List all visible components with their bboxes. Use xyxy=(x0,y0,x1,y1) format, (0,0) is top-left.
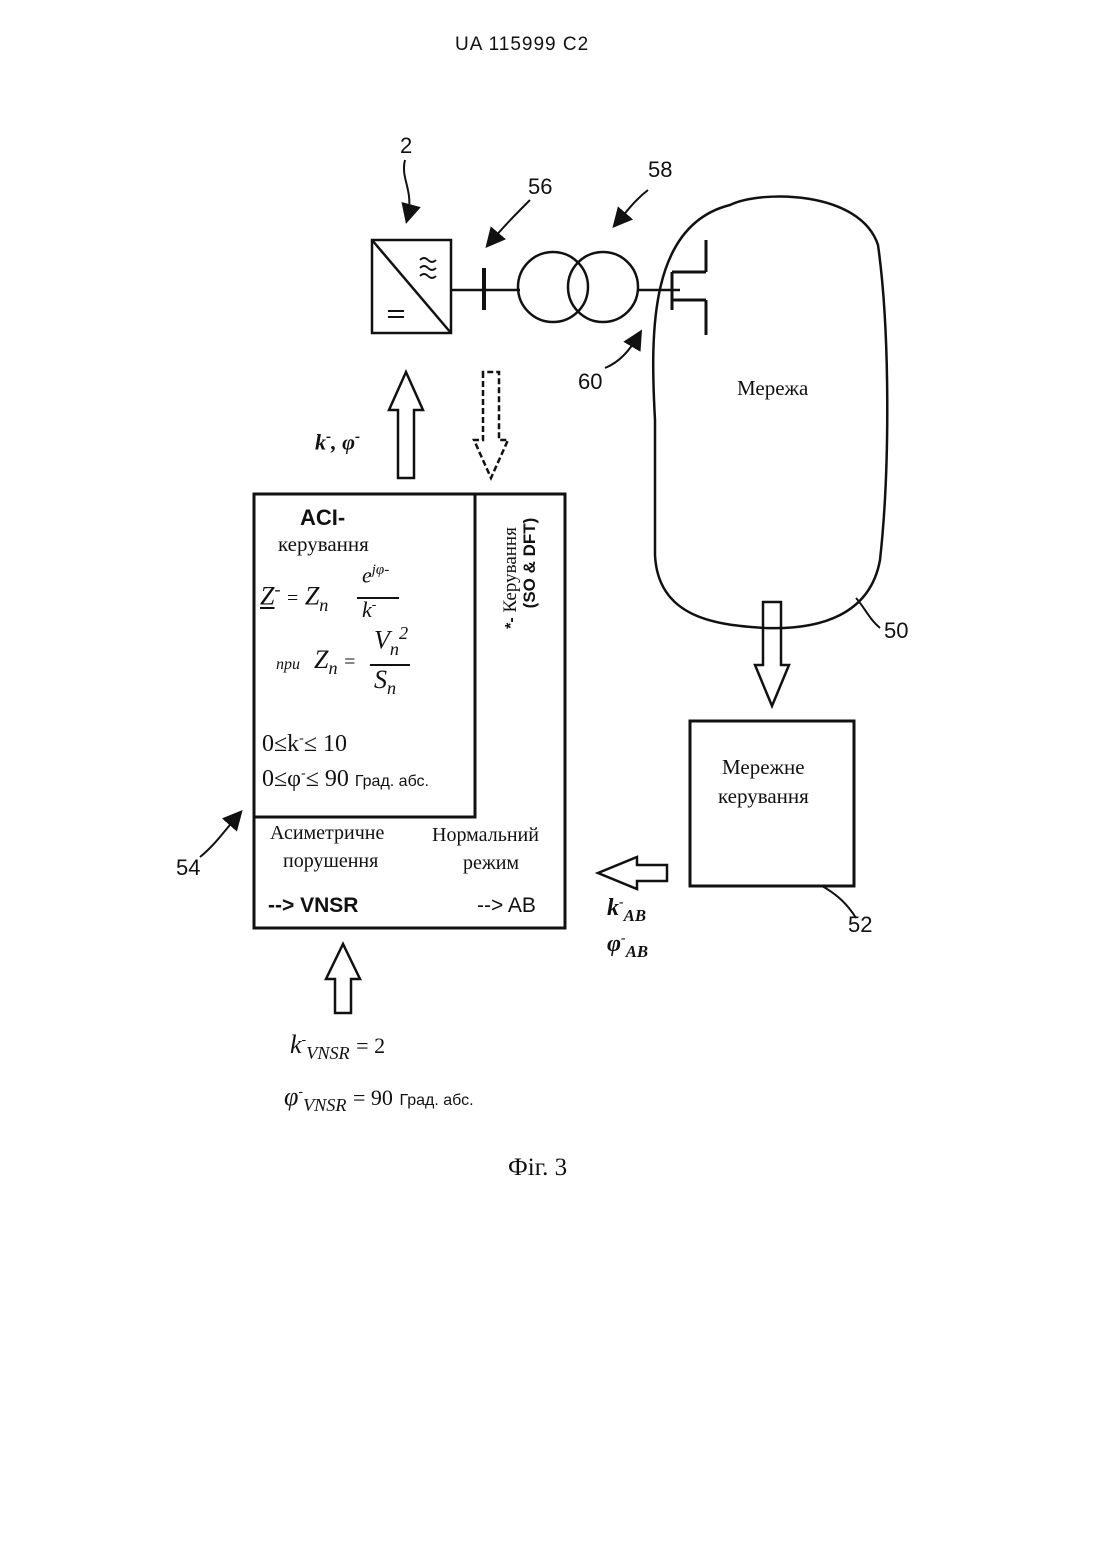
aci-subtitle: керування xyxy=(278,532,369,557)
formula-zn: Z xyxy=(305,582,319,611)
arrow-vnsr-input xyxy=(326,944,360,1013)
range-phi-start: 0≤φ xyxy=(262,766,301,792)
arrow-converter-to-controller xyxy=(474,372,508,478)
formula-eq2: = xyxy=(344,651,355,673)
formula-z: Z- = Zn xyxy=(260,579,328,616)
range-k-start: 0≤k xyxy=(262,731,299,757)
figure-caption: Фіг. 3 xyxy=(508,1154,567,1182)
normal-label-line1: Нормальний xyxy=(432,824,539,847)
range-phi: 0≤φ-≤ 90 Град. абс. xyxy=(262,766,429,793)
formula-zn2: Z xyxy=(314,645,328,674)
ref-connection: 60 xyxy=(578,369,602,395)
grid-control-label-line1: Мережне xyxy=(722,755,805,780)
ref-converter: 2 xyxy=(400,133,412,159)
range-k-end: ≤ 10 xyxy=(304,731,347,757)
formula-vn: Vn2 xyxy=(374,623,408,660)
normal-arrow-label: --> AB xyxy=(477,894,536,918)
formula-denominator: k- xyxy=(362,597,376,623)
leader-connection xyxy=(605,333,640,368)
formula-jphi: jφ xyxy=(372,562,384,578)
ab-k: k-AB xyxy=(607,895,646,926)
grid-label: Мережа xyxy=(737,376,808,401)
side-control-star: *- xyxy=(503,617,520,629)
asym-label-line2: порушення xyxy=(283,850,378,873)
output-sep: , xyxy=(331,429,337,454)
formula-z-symbol: Z xyxy=(260,582,274,611)
arrow-grid-to-grid-control xyxy=(755,602,789,706)
formula-z-minus: - xyxy=(274,579,280,599)
vnsr-phi-sub: VNSR xyxy=(303,1095,346,1115)
range-k: 0≤k-≤ 10 xyxy=(262,731,347,758)
busbar-symbol xyxy=(451,268,520,310)
ref-controller: 54 xyxy=(176,855,200,881)
formula-numerator: ejφ- xyxy=(362,562,389,588)
vnsr-k: k-VNSR = 2 xyxy=(290,1030,385,1064)
ref-busbar: 56 xyxy=(528,174,552,200)
ref-grid: 50 xyxy=(884,618,908,644)
arrow-grid-control-to-controller xyxy=(598,857,667,889)
output-phi: φ xyxy=(342,429,355,454)
vnsr-k-sub: VNSR xyxy=(306,1043,349,1063)
output-phi-minus: - xyxy=(355,428,360,445)
vnsr-phi-value: = 90 xyxy=(353,1085,393,1110)
formula-pri: при xyxy=(276,656,300,674)
ab-phi-sub: AB xyxy=(626,942,648,961)
vnsr-phi-unit: Град. абс. xyxy=(399,1092,473,1109)
leader-controller xyxy=(200,813,240,857)
asym-label-line1: Асиметричне xyxy=(270,822,384,845)
side-control-line1: *- Керування xyxy=(501,518,521,639)
ab-phi: φ-AB xyxy=(607,931,648,962)
leader-converter xyxy=(404,160,409,220)
formula-v-sub: n xyxy=(390,639,399,659)
normal-label-line2: режим xyxy=(463,852,519,875)
output-params: k-, φ- xyxy=(315,428,360,455)
formula-zn2-sub: n xyxy=(328,658,337,678)
grid-control-label-line2: керування xyxy=(718,784,809,809)
range-phi-end: ≤ 90 xyxy=(306,766,349,792)
output-k: k xyxy=(315,429,326,454)
asym-arrow-label: --> VNSR xyxy=(268,894,358,918)
converter-symbol xyxy=(372,240,451,333)
formula-e: e xyxy=(362,562,372,587)
range-phi-unit: Град. абс. xyxy=(355,773,429,790)
formula-eq: = xyxy=(287,588,298,610)
leader-transformer xyxy=(615,190,648,225)
formula-s: S xyxy=(374,665,387,694)
arrow-controller-to-converter xyxy=(389,372,423,478)
formula-sn: Sn xyxy=(374,665,396,699)
formula-zn-def: Zn = xyxy=(314,645,355,679)
side-control-label: *- Керування (SO & DFT) xyxy=(501,518,539,639)
grid-shape xyxy=(653,196,887,628)
formula-k: k xyxy=(362,597,372,622)
ref-transformer: 58 xyxy=(648,157,672,183)
ab-k-sub: AB xyxy=(624,906,646,925)
patent-number: UA 115999 C2 xyxy=(455,34,589,56)
ref-grid-control: 52 xyxy=(848,912,872,938)
aci-title: ACI- xyxy=(300,505,345,531)
formula-v: V xyxy=(374,626,390,655)
formula-v-sq: 2 xyxy=(399,623,408,643)
vnsr-phi: φ-VNSR = 90 Град. абс. xyxy=(284,1082,474,1116)
side-control-line2: (SO & DFT) xyxy=(521,518,539,639)
leader-busbar xyxy=(488,200,530,245)
formula-zn-sub: n xyxy=(319,595,328,615)
vnsr-k-value: = 2 xyxy=(356,1033,385,1058)
leader-grid xyxy=(856,598,880,628)
grid-connection-symbol xyxy=(672,240,706,335)
formula-s-sub: n xyxy=(387,678,396,698)
